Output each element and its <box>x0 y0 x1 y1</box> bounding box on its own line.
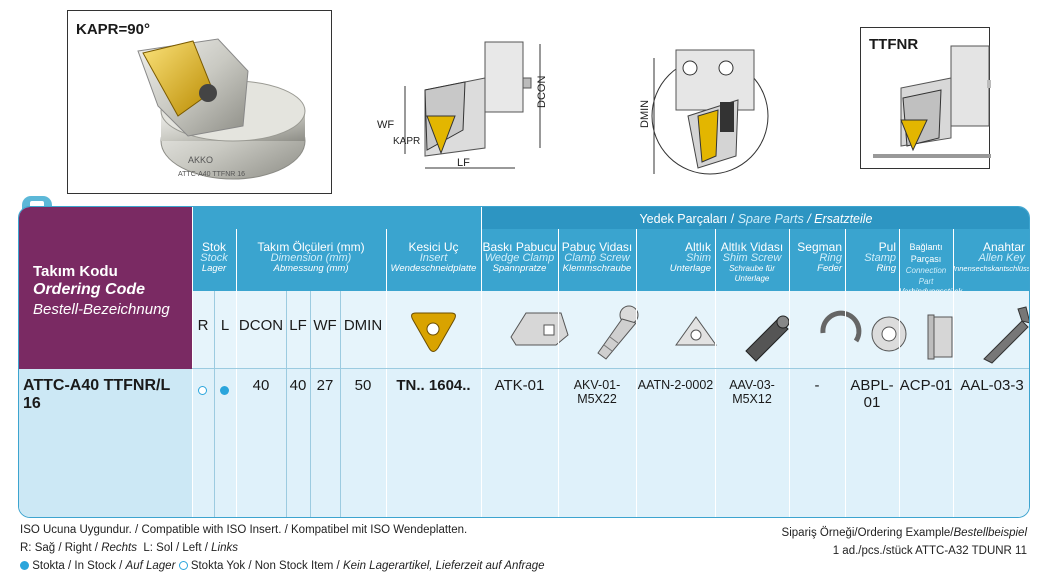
stamp-icon <box>871 316 907 352</box>
row-dcon: 40 <box>252 377 270 394</box>
dimension-header: Takım Ölçüleri (mm)Dimension (mm)Abmessu… <box>257 240 365 274</box>
row-part-allen-key: AAL-03-3 <box>960 377 1024 394</box>
col-dcon: DCON <box>238 317 284 334</box>
row-part-shim: AATN-2-0002 <box>637 378 714 392</box>
row-dmin: 50 <box>354 377 372 394</box>
dimension-drawing-side: WF KAPR LF DCON <box>377 41 548 169</box>
stock-l-in-stock-icon <box>220 381 229 399</box>
spare-parts-header <box>481 207 1029 229</box>
dim-dcon-label: DCON <box>536 76 548 108</box>
col-wf: WF <box>313 317 337 334</box>
row-lf: 40 <box>289 377 307 394</box>
row-part-connection: ACP-01 <box>899 377 953 394</box>
footer-iso-note: ISO Ucuna Uygundur. / Compatible with IS… <box>20 524 468 536</box>
spare-parts-title: Yedek Parçaları / Spare Parts / Ersatzte… <box>639 212 873 226</box>
allen-key-icon <box>983 306 1029 364</box>
row-part-wedge-clamp: ATK-01 <box>494 377 545 394</box>
clamp-screw-icon <box>597 305 639 360</box>
product-photo-box: KAPR=90° AKKO ATTC-A40 TTFNR 16 <box>67 10 332 194</box>
col-r: R <box>197 317 209 334</box>
col-l: L <box>220 317 230 334</box>
ttfnr-box: TTFNR <box>860 27 991 169</box>
product-table: Yedek Parçaları / Spare Parts / Ersatzte… <box>18 206 1030 518</box>
connection-part-icon <box>927 314 953 360</box>
wedge-clamp-icon <box>510 312 569 346</box>
in-stock-icon <box>20 561 29 570</box>
col-dmin: DMIN <box>343 317 383 334</box>
row-part-shim-screw: AAV-03-M5X12 <box>729 378 775 406</box>
ordering-code-header: Takım Kodu Ordering Code Bestell-Bezeich… <box>19 207 192 369</box>
footer-rl-legend: R: Sağ / Right / Rechts L: Sol / Left / … <box>20 542 239 554</box>
kapr-label: KAPR=90° <box>76 21 150 38</box>
ttfnr-illustration <box>873 45 991 158</box>
ordering-de: Bestell-Bezeichnung <box>33 301 170 318</box>
code-body-bg <box>19 369 192 517</box>
row-ordering-code: ATTC-A40 TTFNR/L 16 <box>23 377 170 412</box>
shim-screw-icon <box>745 315 790 362</box>
non-stock-icon <box>178 561 188 570</box>
dimension-drawing-front: DMIN <box>639 49 769 175</box>
tool-photo-illustration: AKKO ATTC-A40 TTFNR 16 <box>137 38 306 180</box>
row-wf: 27 <box>316 377 334 394</box>
dim-lf-label: LF <box>457 157 470 169</box>
ttfnr-label: TTFNR <box>869 36 919 53</box>
dim-dmin-label: DMIN <box>639 100 651 128</box>
footer-example-value: 1 ad./pcs./stück ATTC-A32 TDUNR 11 <box>832 545 1027 557</box>
dim-kapr-label: KAPR <box>393 136 420 147</box>
stock-r-not-stock-icon <box>198 381 207 399</box>
photo-engraving-brand: AKKO <box>188 155 213 165</box>
col-lf: LF <box>289 317 307 334</box>
insert-icon <box>411 312 456 352</box>
dim-wf-label: WF <box>377 119 394 131</box>
values-body-bg <box>192 369 1029 517</box>
row-part-ring: - <box>814 377 820 394</box>
ring-icon <box>820 310 862 343</box>
part-images <box>411 305 1029 364</box>
photo-engraving-code: ATTC-A40 TTFNR 16 <box>178 171 245 178</box>
footer-stock-legend: Stokta / In Stock / Auf Lager Stokta Yok… <box>20 560 545 572</box>
ordering-en: Ordering Code <box>33 281 146 298</box>
row-insert: TN.. 1604.. <box>396 377 471 394</box>
ordering-tr: Takım Kodu <box>33 263 118 280</box>
shim-icon <box>675 316 717 346</box>
footer-example-title: Sipariş Örneği/Ordering Example/Bestellb… <box>781 527 1027 539</box>
row-part-stamp: ABPL-01 <box>850 377 894 411</box>
row-part-clamp-screw: AKV-01-M5X22 <box>573 378 621 406</box>
